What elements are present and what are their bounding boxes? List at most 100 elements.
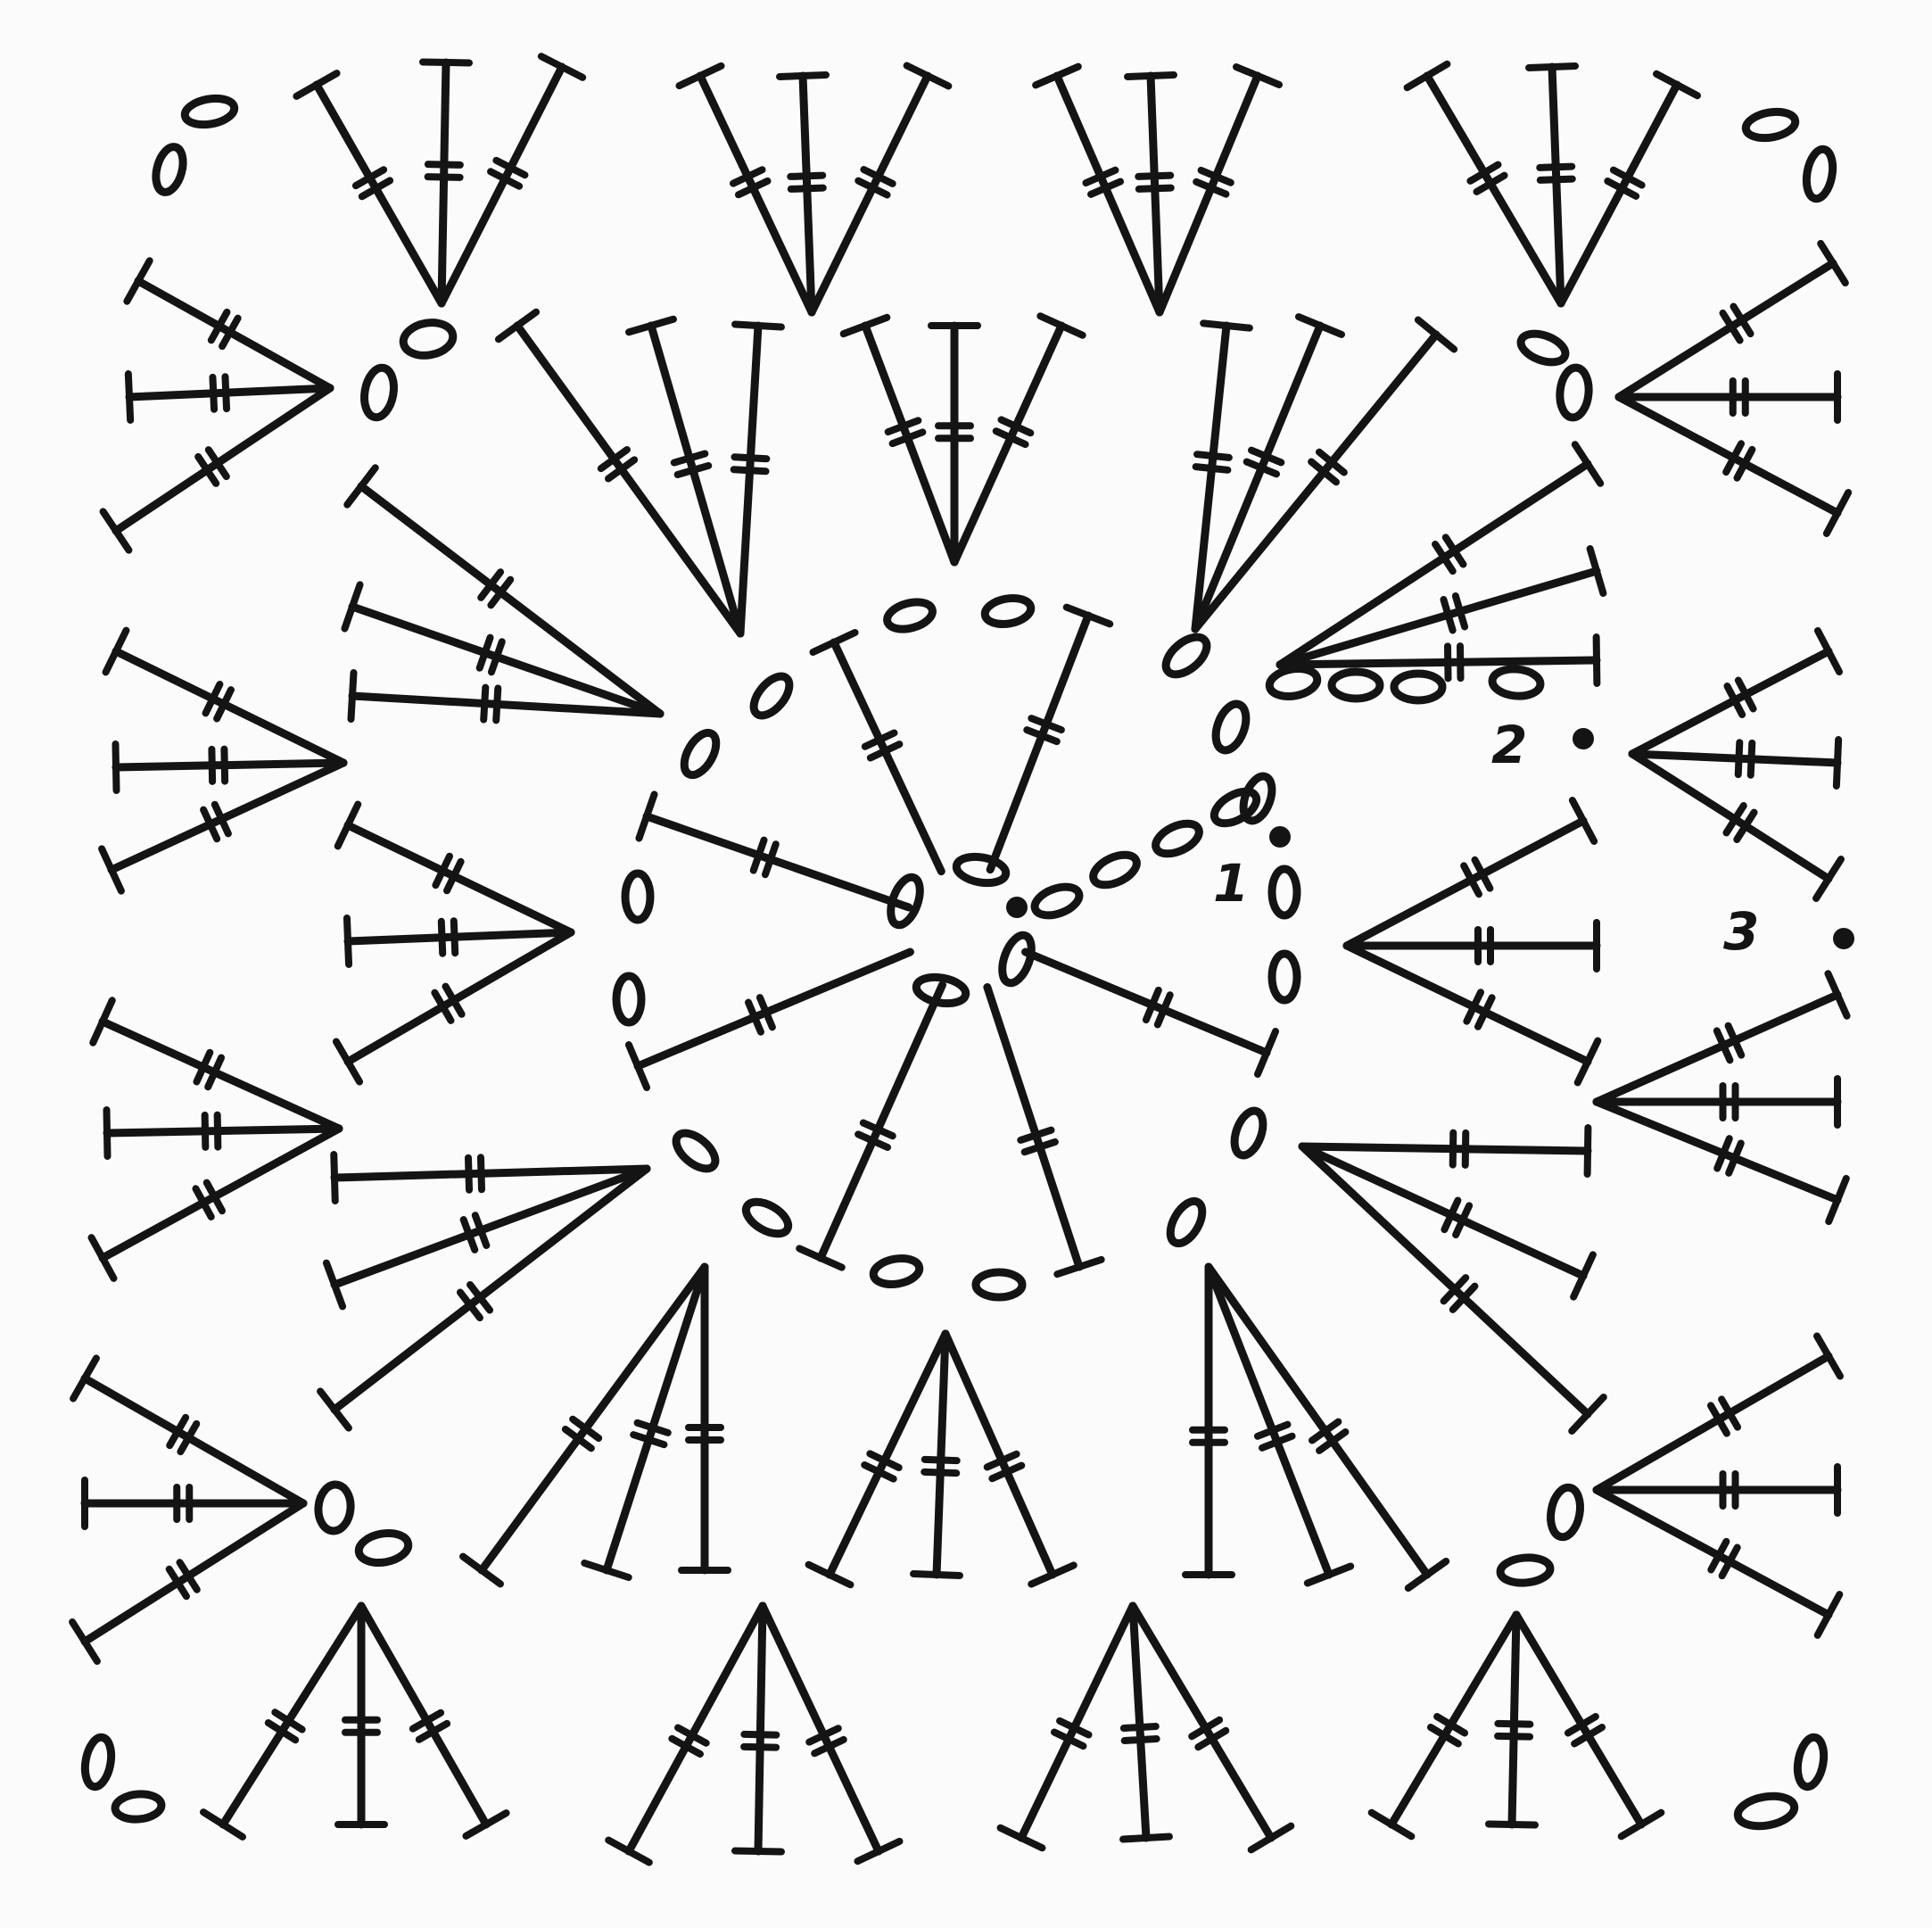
stitch-stem (1021, 947, 1271, 1057)
stitch-bar (492, 156, 529, 179)
stitch-bar (204, 446, 230, 481)
double-crochet-symbol (99, 384, 334, 554)
stitch-bar (1722, 802, 1747, 837)
stitch-bar (193, 1048, 214, 1086)
stitch-stem (1017, 1601, 1137, 1842)
stitch-cap (200, 1808, 246, 1841)
stitch-cap (809, 628, 859, 657)
stitch-cap (347, 669, 358, 723)
double-crochet-symbol (809, 628, 945, 876)
double-crochet-symbol (1556, 70, 1701, 308)
stitch-bar (1050, 1728, 1087, 1750)
stitch-stem (1298, 1142, 1592, 1155)
double-crochet-symbol (1614, 239, 1849, 401)
stitch-stem (1146, 71, 1164, 317)
double-crochet-symbol (293, 70, 446, 308)
double-crochet-symbol (1628, 736, 1843, 790)
stitch-stem (1507, 1610, 1521, 1829)
double-crochet-symbol (123, 257, 334, 393)
stitch-bar (1441, 534, 1467, 568)
stitch-bar (1746, 739, 1756, 779)
chain-symbol (1267, 949, 1301, 1005)
double-crochet-symbol (343, 914, 575, 968)
stitch-bar (674, 1724, 710, 1747)
stitch-stem (754, 1601, 767, 1856)
stitch-cap (635, 790, 658, 842)
double-crochet-symbol (200, 1601, 366, 1841)
stitch-stem (437, 58, 450, 308)
double-crochet-symbol (69, 1499, 308, 1665)
stitch-bar (1466, 161, 1502, 185)
stitch-stem (1342, 941, 1592, 1066)
stitch-stem (861, 321, 959, 567)
double-crochet-symbol (1204, 1262, 1355, 1587)
stitch-stem (986, 611, 1093, 874)
stitch-bar (805, 1725, 842, 1746)
stitch-cap (124, 370, 135, 424)
slip-stitch-symbol (1006, 897, 1028, 918)
stitch-stem (343, 821, 575, 937)
stitch-cap (1586, 545, 1607, 597)
stitch-bar (1724, 1022, 1746, 1059)
stitch-stem (111, 384, 334, 535)
stitch-cap (1232, 63, 1284, 88)
stitch-bar (569, 1415, 603, 1443)
stitch-cap (419, 58, 473, 67)
stitch-bar (1494, 1732, 1534, 1741)
double-crochet-symbol (624, 947, 914, 1091)
stitch-bar (487, 575, 515, 609)
stitch-bar (1316, 448, 1348, 476)
stitch-stem (830, 638, 945, 876)
stitch-bar (605, 456, 639, 483)
chain-symbol (152, 143, 187, 196)
stitch-stem (98, 1124, 343, 1262)
stitch-cap (343, 464, 379, 509)
stitch-bar (176, 1559, 201, 1593)
stitch-stem (932, 1329, 950, 1579)
stitch-stem (1155, 71, 1262, 317)
stitch-bar (734, 177, 772, 199)
stitch-stem (348, 691, 665, 718)
stitch-stem (1053, 71, 1164, 317)
double-crochet-symbol (1342, 797, 1598, 950)
stitch-bar (456, 1288, 483, 1322)
double-crochet-symbol (1614, 370, 1842, 424)
double-crochet-symbol (1155, 63, 1284, 317)
stitch-bar (1243, 458, 1280, 478)
stitch-cap (537, 53, 587, 81)
stitch-bar (1449, 1282, 1479, 1313)
double-crochet-symbol (1592, 1097, 1850, 1226)
stitch-bar (1713, 1027, 1734, 1064)
stitch-bar (1087, 178, 1125, 198)
double-crochet-symbol (776, 71, 830, 317)
stitch-bar (1426, 1724, 1462, 1748)
stitch-cap (1200, 319, 1253, 332)
stitch-cap (1570, 1251, 1597, 1301)
stitch-bar (861, 1460, 897, 1483)
stitch-bar (487, 168, 524, 190)
double-crochet-symbol (89, 997, 343, 1133)
stitch-cap (334, 800, 362, 850)
stitch-bar (204, 1054, 226, 1091)
stitch-bar (1028, 715, 1065, 734)
stitch-bar (443, 857, 465, 895)
stitch-stem (1628, 647, 1833, 758)
stitch-bar (921, 1468, 961, 1477)
chain-symbol (1516, 329, 1570, 367)
stitch-cap (70, 1354, 100, 1403)
stitch-stem (1128, 1601, 1276, 1842)
stitch-stem (1128, 1601, 1151, 1842)
stitch-cap (1813, 626, 1844, 676)
stitch-bar (358, 177, 394, 201)
double-crochet-symbol (1128, 1601, 1295, 1854)
double-crochet-symbol (928, 321, 981, 567)
stitch-bar (740, 1742, 780, 1751)
chain-symbol (399, 319, 458, 360)
stitch-cap (1568, 797, 1598, 845)
stitch-bar (860, 166, 896, 187)
stitch-cap (343, 914, 353, 968)
stitch-stem (330, 1164, 651, 1289)
chain-symbol (1265, 665, 1322, 700)
double-crochet-symbol (1021, 947, 1280, 1078)
stitch-bar (787, 171, 827, 180)
